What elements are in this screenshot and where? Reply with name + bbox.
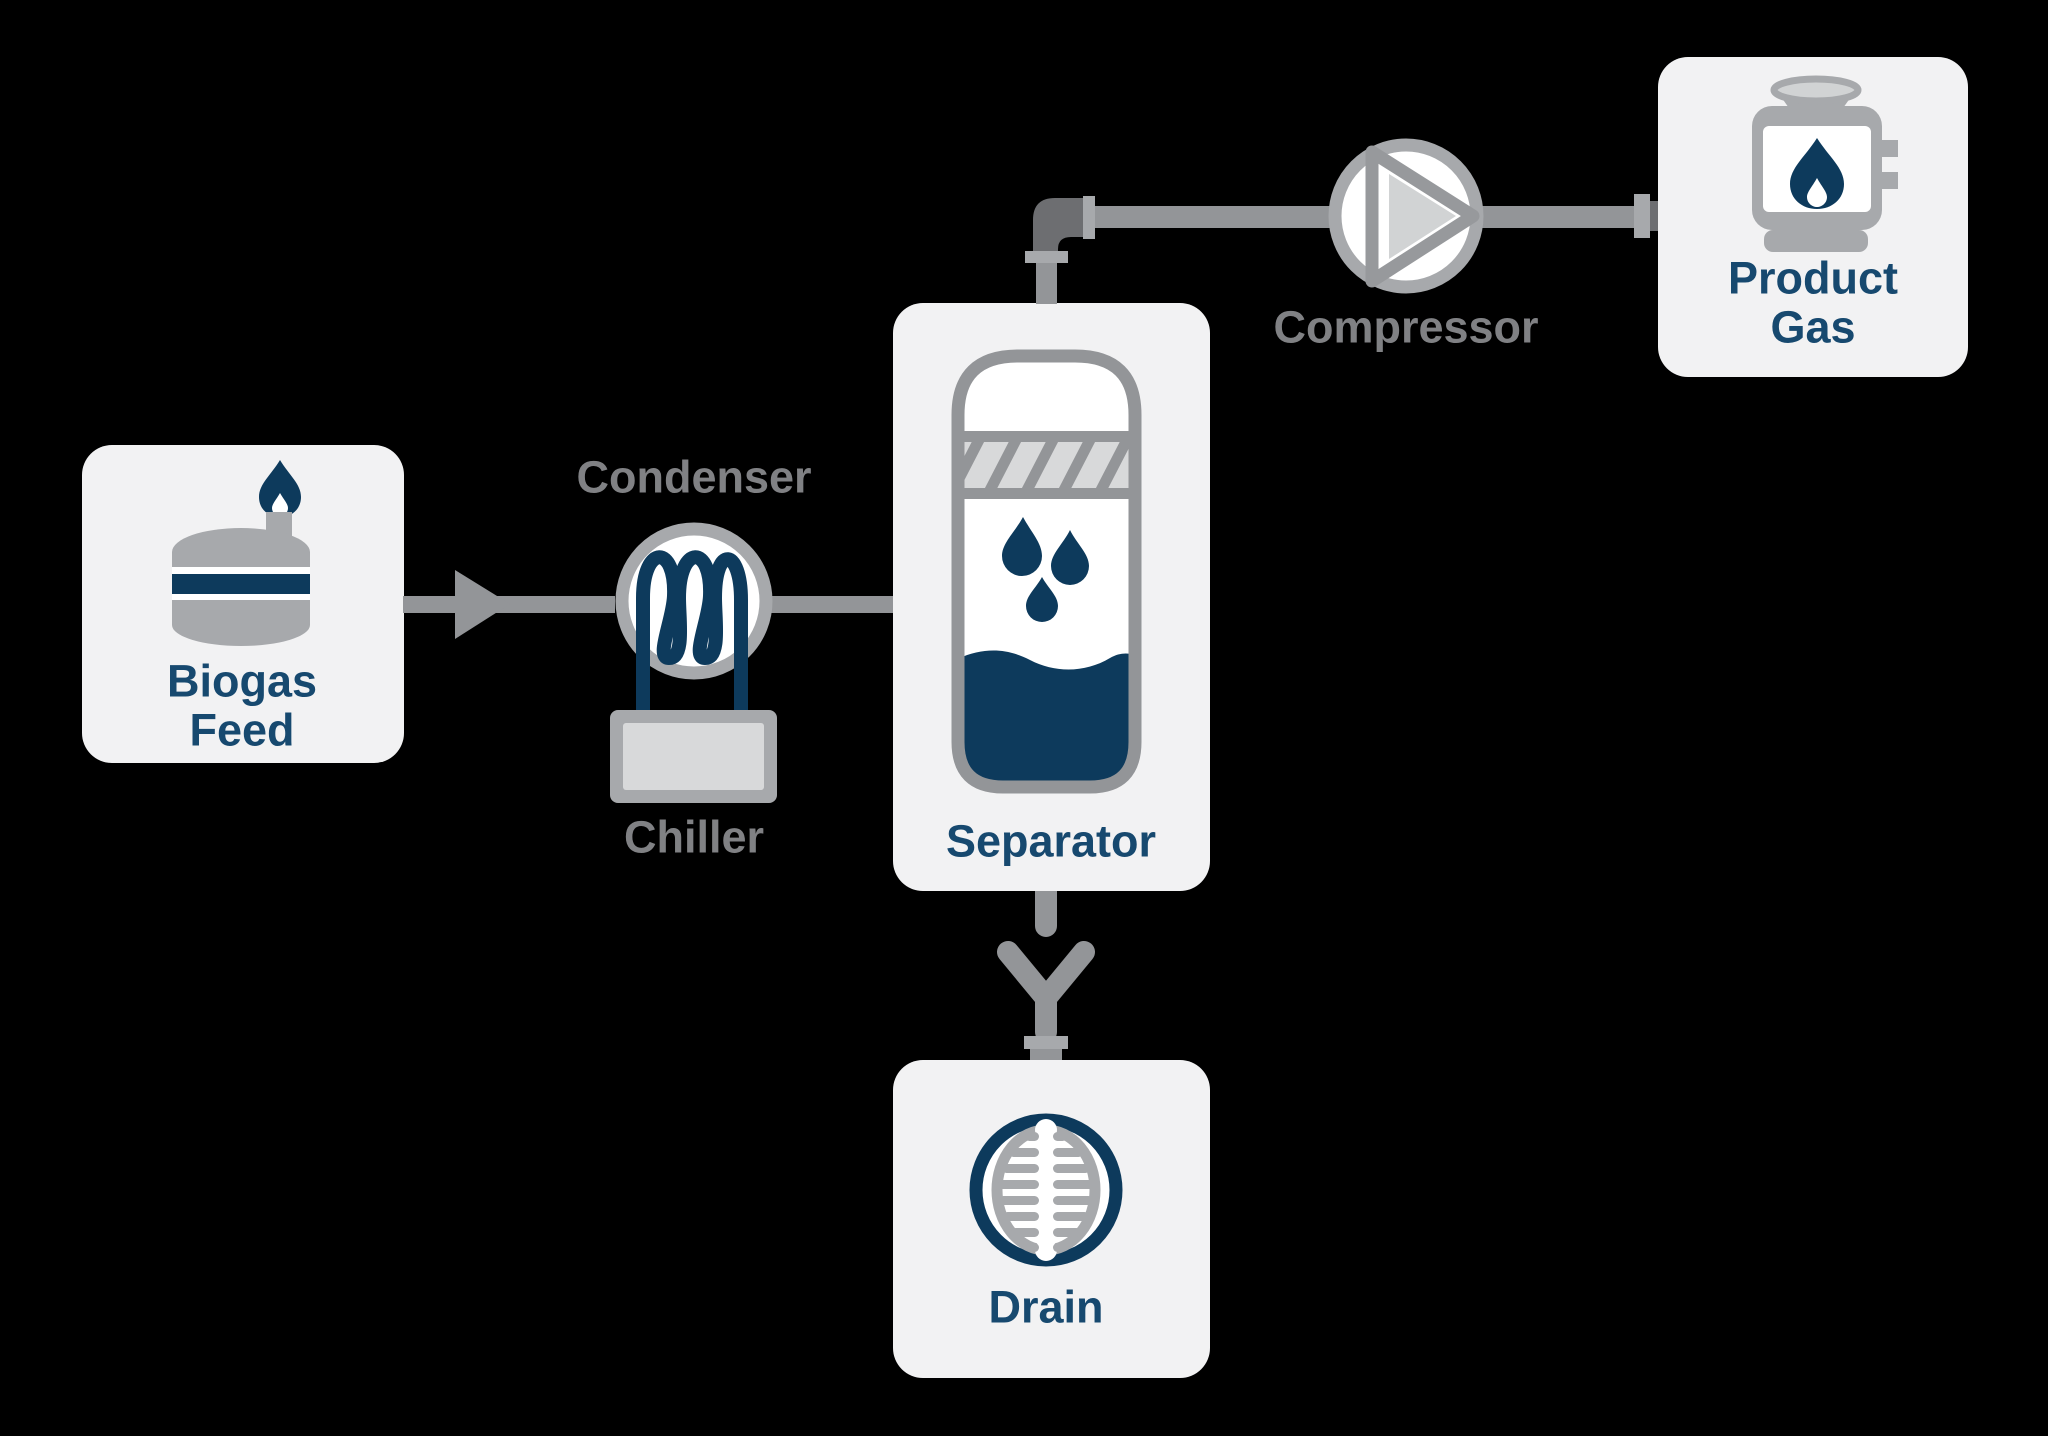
drain-line xyxy=(997,891,1095,1060)
biogas-feed-label: Biogas Feed xyxy=(166,655,318,755)
drain-flange-icon xyxy=(1024,1036,1068,1060)
flame-icon xyxy=(1790,138,1844,209)
condenser-outlet-pipe xyxy=(766,596,893,613)
elbow-fitting-icon xyxy=(1025,196,1095,263)
separator-label: Separator xyxy=(945,815,1157,867)
gas-holder-flame-icon xyxy=(172,460,310,646)
flame-icon xyxy=(259,460,301,517)
chiller-label: Chiller xyxy=(623,811,765,863)
condenser-label: Condenser xyxy=(576,451,812,503)
cooling-coil-icon xyxy=(636,550,748,723)
condenser-assembly xyxy=(615,522,773,723)
product-inlet-flange-icon xyxy=(1634,194,1658,238)
separator-vessel-icon xyxy=(951,349,1142,794)
liquid-level xyxy=(958,650,1135,787)
feed-pipe xyxy=(403,570,615,639)
drain-grate-icon xyxy=(969,1113,1123,1267)
drain-label: Drain xyxy=(988,1281,1104,1333)
droplet-icon xyxy=(1002,517,1089,622)
gas-tank-flame-icon xyxy=(1752,75,1898,252)
arrow-right-icon xyxy=(455,570,510,639)
compressor-label: Compressor xyxy=(1273,301,1539,353)
y-strainer-icon xyxy=(997,941,1095,1043)
product-gas-label: Product Gas xyxy=(1727,252,1899,352)
chiller-block-icon xyxy=(610,710,777,803)
demister-pad-icon xyxy=(958,431,1135,499)
centrifugal-compressor-icon xyxy=(1328,138,1484,294)
